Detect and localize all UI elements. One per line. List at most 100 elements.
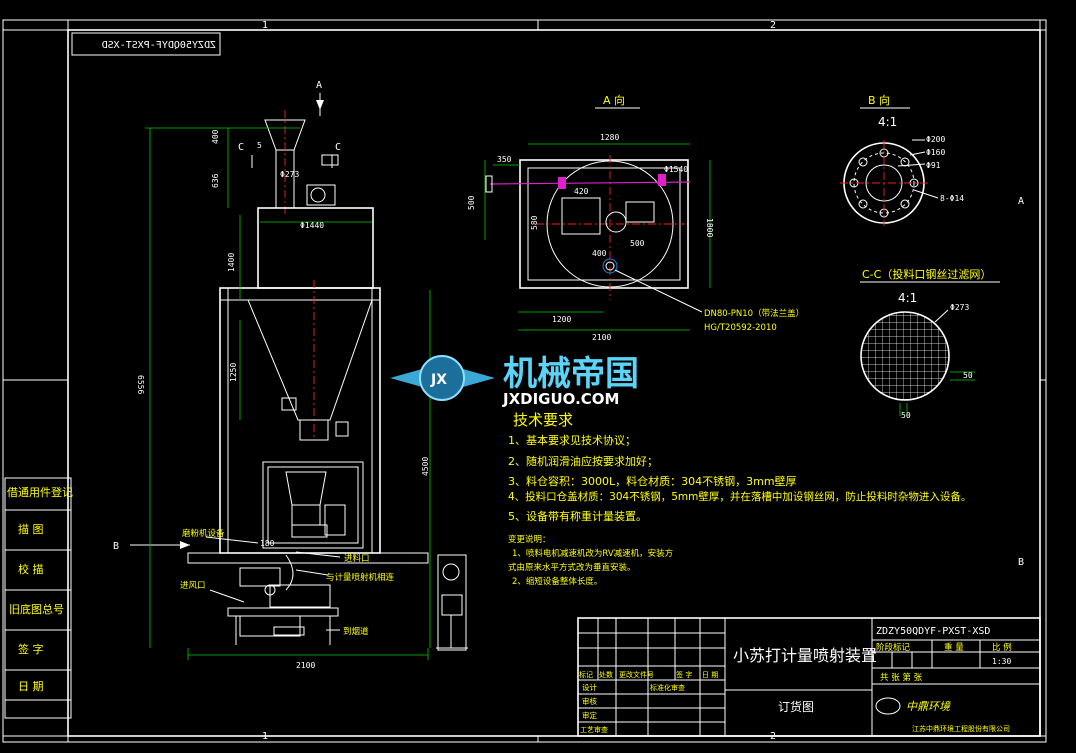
tech-requirements: 技术要求 1、基本要求见技术协议； 2、随机润滑油应按要求加好； 3、料仓容积：… <box>508 411 971 587</box>
view-a-dim-1800: 1800 <box>705 218 714 237</box>
tb-weight-hdr: 重 量 <box>944 642 964 653</box>
mirrored-code-text: ZDZY50QDYF-PXST-XSD <box>102 40 216 51</box>
view-a-dim-1200: 1200 <box>552 315 571 324</box>
view-c-dim-phi273: Φ273 <box>950 303 969 312</box>
left-strip-cell-5: 日 期 <box>18 680 44 693</box>
dim-180: 180 <box>260 539 275 548</box>
tb-title: 小苏打计量喷射装置 <box>733 646 877 665</box>
callout-to-flue: 到烟道 <box>343 626 369 637</box>
watermark-badge: JX <box>430 372 447 388</box>
arrow-c-left-label: C <box>238 142 244 153</box>
view-a-dim-500a: 500 <box>467 195 476 210</box>
view-c-dim-50b: 50 <box>901 411 911 420</box>
tb-col-hdr-1: 处数 <box>599 670 613 679</box>
callout-outlet: 与计量喷射机相连 <box>326 572 395 583</box>
zone-label-bottom-1: 1 <box>262 731 268 742</box>
view-a-dim-2100: 2100 <box>592 333 611 342</box>
view-a-dim-420: 420 <box>574 187 589 196</box>
tb-row-design: 设计 <box>582 682 597 692</box>
tb-subtitle: 订货图 <box>778 699 814 714</box>
tb-stage-hdr: 阶段标记 <box>876 642 911 653</box>
change-3: 2、缩短设备整体长度。 <box>512 576 602 587</box>
dim-1250: 1250 <box>229 363 238 382</box>
view-c-dim-50a: 50 <box>963 371 973 380</box>
view-c-title: C-C（投料口钢丝过滤网） <box>862 267 991 281</box>
left-strip: 借通用件登记 描 图 校 描 旧底图总号 签 字 日 期 <box>4 477 73 719</box>
change-1: 1、喷料电机减速机改为RV减速机，安装方 <box>512 548 673 559</box>
view-a-title: A 向 <box>603 93 625 107</box>
tb-col-hdr-4: 日 期 <box>702 671 718 679</box>
view-a-flange-note-2: HG/T20592-2010 <box>704 323 777 333</box>
tb-company: 江苏中鼎环境工程股份有限公司 <box>912 724 1010 733</box>
tb-row-review: 审核 <box>582 696 597 706</box>
view-a-dim-350: 350 <box>497 155 512 164</box>
tb-row-approve: 审定 <box>582 710 597 720</box>
view-a-dim-500b: 500 <box>630 239 645 248</box>
dim-6556: 6556 <box>136 375 145 394</box>
dim-4500: 4500 <box>421 457 430 476</box>
watermark-logo: JX 机械帝国 JXDIGUO.COM <box>390 354 639 408</box>
callout-inlet: 进料口 <box>344 553 370 564</box>
arrow-a-label: A <box>316 80 322 91</box>
main-elevation-view: A B C C <box>113 80 468 670</box>
callout-air-inlet: 进风口 <box>180 581 206 591</box>
tb-drawing-no: ZDZY50QDYF-PXST-XSD <box>876 626 990 637</box>
view-a-dim-1280: 1280 <box>600 133 619 142</box>
tech-heading: 技术要求 <box>513 411 573 429</box>
dim-5: 5 <box>257 141 262 150</box>
tech-item-2: 2、随机润滑油应按要求加好； <box>508 454 658 468</box>
zone-label-right-b: B <box>1018 557 1024 568</box>
tech-item-4: 4、投料口仓盖材质：304不锈钢，5mm壁厚，并在落槽中加设钢丝网，防止投料时杂… <box>508 490 971 503</box>
tb-ratio-hdr: 比 例 <box>992 642 1012 653</box>
left-strip-cell-3: 旧底图总号 <box>9 602 64 616</box>
tech-item-3: 3、料仓容积：3000L，料仓材质：304不锈钢，3mm壁厚 <box>508 474 797 488</box>
view-b-dim-holes: 8-Φ14 <box>940 194 964 203</box>
view-b-scale: 4:1 <box>878 115 897 129</box>
watermark-cn: 机械帝国 <box>503 354 639 394</box>
callout-scale: 磨粉机设备 <box>182 528 225 539</box>
watermark-en: JXDIGUO.COM <box>502 390 619 408</box>
arrow-c-right-label: C <box>335 142 341 153</box>
tb-std-label: 标准化审查 <box>650 683 685 692</box>
tb-row-process: 工艺审查 <box>580 725 608 734</box>
left-strip-cell-1: 描 图 <box>18 522 44 536</box>
view-a-dim-phi1540: Φ1540 <box>664 165 688 174</box>
left-strip-cell-0: 借通用件登记 <box>7 485 73 499</box>
tb-col-hdr-0: 标记 <box>579 670 593 679</box>
view-a-flange-note-1: DN80-PN10（带法兰盖） <box>704 308 804 319</box>
view-c: C-C（投料口钢丝过滤网） 4:1 Φ273 50 50 <box>860 267 1000 420</box>
tb-company-logo: 中鼎环境 <box>906 700 952 713</box>
mirrored-code-box: ZDZY50QDYF-PXST-XSD <box>71 32 221 56</box>
view-b-dim-phi91: Φ91 <box>926 161 941 170</box>
left-strip-cell-2: 校 描 <box>18 562 44 576</box>
view-b-title: B 向 <box>868 93 890 107</box>
tb-col-hdr-3: 签 字 <box>676 670 692 679</box>
dim-1400: 1400 <box>227 253 236 272</box>
view-a: A 向 1280 350 Φ1540 420 500 500 580 1800 … <box>467 93 804 342</box>
left-strip-cell-4: 签 字 <box>18 642 44 656</box>
view-a-dim-400: 400 <box>592 249 607 258</box>
title-block: 标记 处数 更改文件号 签 字 日 期 设计 审核 审定 工艺审查 标准化审查 … <box>577 617 1041 737</box>
zone-label-top-1: 1 <box>262 20 268 31</box>
view-c-scale: 4:1 <box>898 291 917 305</box>
arrow-b-label: B <box>113 541 119 552</box>
view-b-dim-phi200: Φ200 <box>926 135 945 144</box>
tb-col-hdr-2: 更改文件号 <box>619 670 654 679</box>
dim-636: 636 <box>211 173 220 188</box>
dim-2100: 2100 <box>296 661 315 670</box>
view-a-dim-580: 580 <box>530 215 539 230</box>
change-2: 式由原来水平方式改为垂直安装。 <box>508 562 636 573</box>
tb-sheet: 共 张 第 张 <box>880 672 923 683</box>
dim-phi1440: Φ1440 <box>300 221 324 230</box>
view-b-dim-phi160: Φ160 <box>926 148 945 157</box>
tech-item-5: 5、设备带有称重计量装置。 <box>508 509 647 523</box>
tech-item-1: 1、基本要求见技术协议； <box>508 433 636 447</box>
dim-400: 400 <box>211 129 220 144</box>
zone-label-right-a: A <box>1018 196 1024 207</box>
tb-scale: 1:30 <box>992 657 1011 666</box>
dim-phi273: Φ273 <box>280 170 299 179</box>
change-heading: 变更说明： <box>508 534 551 545</box>
zone-label-top-2: 2 <box>770 20 776 31</box>
view-b: B 向 4:1 Φ200 Φ160 Φ91 8-Φ14 <box>840 93 964 226</box>
